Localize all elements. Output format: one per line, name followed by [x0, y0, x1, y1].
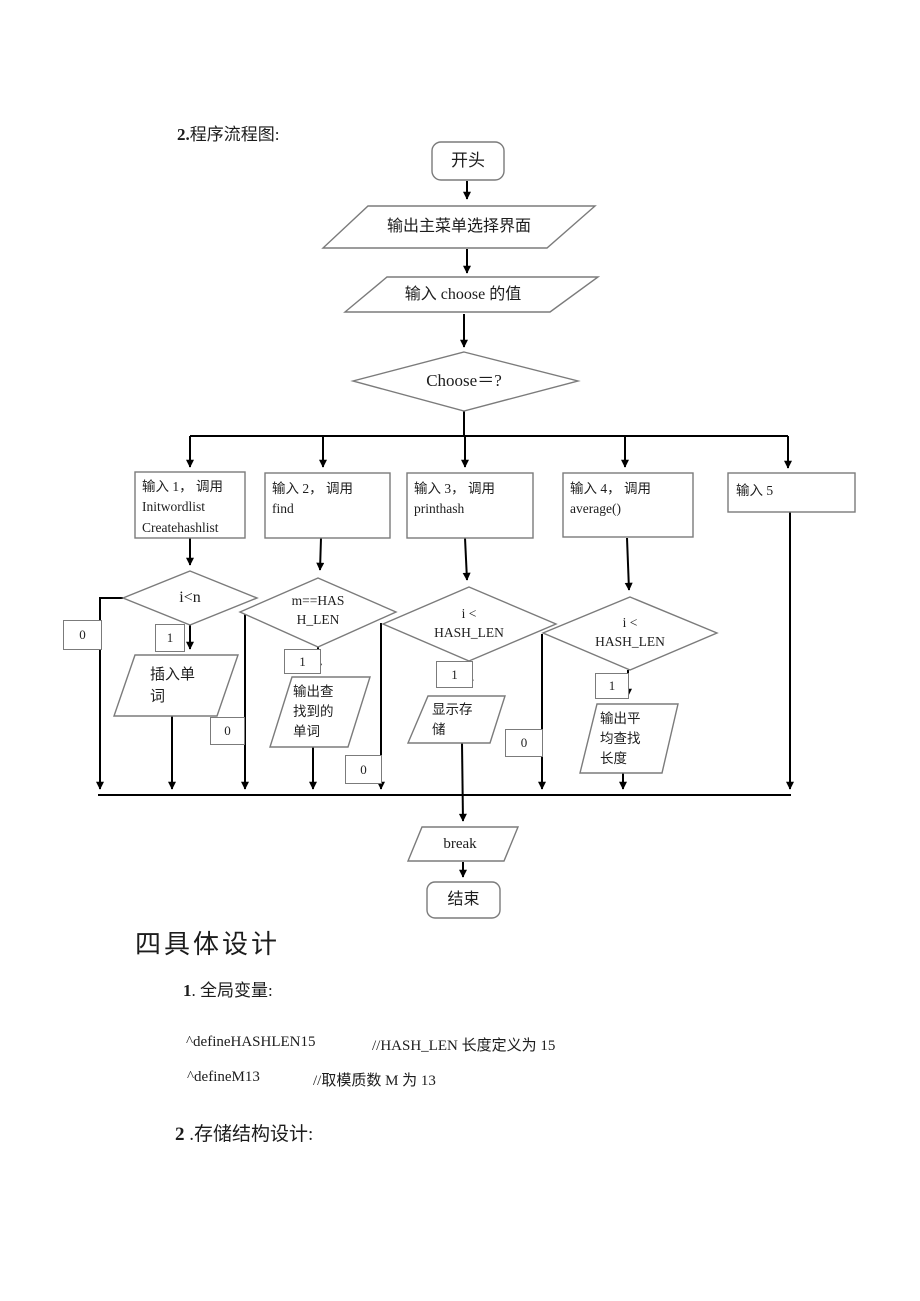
output-found-label: 输出查 找到的 单词	[293, 683, 334, 740]
branch1-shape	[134, 471, 246, 539]
insert-word-shape	[113, 654, 239, 717]
flowchart-heading-text: 程序流程图:	[189, 125, 280, 144]
branch4-label: 输入 4， 调用 average()	[570, 481, 651, 517]
decision1-true-label: 1	[155, 624, 185, 652]
subsection2-text: .存储结构设计:	[184, 1124, 314, 1145]
output-found-shape	[269, 676, 371, 748]
subsection1-number: 1	[183, 981, 192, 1000]
insert-word-label: 插入单 词	[150, 666, 196, 706]
start-node-label: 开头	[451, 151, 485, 171]
end-node-label: 结束	[447, 891, 480, 908]
decision1-label: i<n	[179, 589, 201, 606]
output-menu-label: 输出主菜单选择界面	[386, 218, 531, 235]
break-label: break	[443, 835, 477, 852]
decision1-false-label: 0	[63, 620, 102, 650]
choose-decision-label: Choose＝?	[426, 371, 502, 391]
decision1-shape	[121, 570, 259, 626]
code-definition-2: ^defineM13	[187, 1069, 260, 1085]
display-storage-label: 显示存 储	[432, 701, 473, 737]
subsection2-heading: 2 .存储结构设计:	[175, 1119, 313, 1146]
decision4-label: i < HASH_LEN	[595, 615, 665, 649]
branch2-shape	[264, 472, 391, 539]
display-storage-shape	[406, 695, 506, 744]
decision2-false-label: 0	[210, 717, 245, 745]
start-node-shape	[431, 141, 505, 181]
flowchart-heading: 2.程序流程图:	[177, 120, 279, 145]
choose-decision-shape	[350, 351, 581, 412]
decision3-false-label: 0	[345, 755, 382, 784]
branch4-shape	[562, 472, 694, 538]
subsection1-heading: 1. 全局变量:	[183, 976, 273, 1001]
break-shape	[406, 826, 520, 862]
decision4-shape	[541, 596, 719, 671]
section-heading: 四具体设计	[135, 930, 281, 959]
subsection2-number: 2	[175, 1124, 185, 1145]
code-definition-1: ^defineHASHLEN15	[186, 1034, 316, 1050]
branch2-label: 输入 2， 调用 find	[272, 481, 353, 517]
output-menu-shape	[321, 205, 597, 249]
input-choose-shape	[343, 276, 601, 313]
decision2-shape	[238, 577, 398, 648]
output-avg-shape	[579, 703, 679, 774]
branch1-label: 输入 1， 调用 Initwordlist Createhashlist	[142, 479, 223, 535]
branch5-shape	[727, 472, 856, 513]
end-node-shape	[426, 881, 501, 919]
decision2-label: m==HAS H_LEN	[291, 593, 345, 627]
decision3-true-label: 1	[436, 661, 473, 688]
branch3-label: 输入 3， 调用 printhash	[414, 481, 495, 517]
output-avg-label: 输出平 均查找 长度	[600, 710, 641, 767]
input-choose-label: 输入 choose 的值	[404, 285, 522, 303]
subsection1-text: . 全局变量:	[191, 981, 273, 1000]
code-comment-1: //HASH_LEN 长度定义为 15	[372, 1038, 556, 1054]
flowchart-heading-number: 2.	[177, 125, 190, 144]
decision4-true-label: 1	[595, 673, 629, 699]
decision4-false-label: 0	[505, 729, 543, 757]
code-comment-2: //取模质数 M 为 13	[313, 1073, 436, 1089]
decision2-true-label: 1	[284, 649, 321, 674]
branch5-label: 输入 5	[736, 482, 774, 498]
decision3-label: i < HASH_LEN	[434, 606, 504, 640]
branch3-shape	[406, 472, 534, 539]
